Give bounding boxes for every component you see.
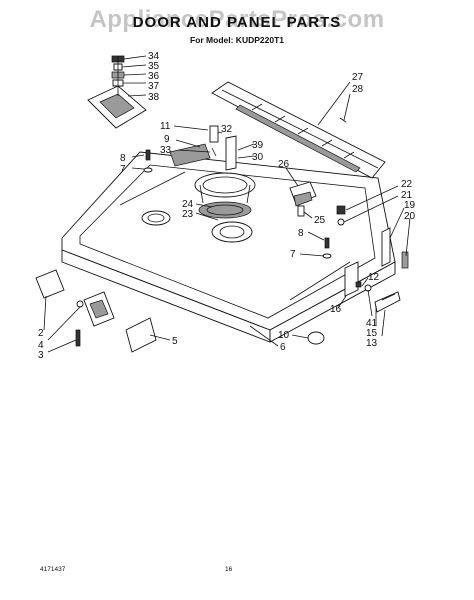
callout-38: 38 xyxy=(148,92,160,103)
callout-13: 13 xyxy=(366,338,378,349)
callout-2: 2 xyxy=(38,328,44,339)
callout-28: 28 xyxy=(352,84,364,95)
rinse-aid-opening xyxy=(211,221,253,243)
callout-22: 22 xyxy=(401,179,413,190)
callout-6: 6 xyxy=(280,342,286,353)
callout-35: 35 xyxy=(148,61,160,72)
callout-19: 19 xyxy=(404,200,416,211)
callout-24: 24 xyxy=(182,199,194,210)
latch-assembly xyxy=(87,55,147,129)
callout-26: 26 xyxy=(278,159,290,170)
document-number: 4171437 xyxy=(40,566,66,573)
callout-3: 3 xyxy=(38,350,44,361)
callout-33: 33 xyxy=(160,145,172,156)
lower-left-parts xyxy=(35,269,157,353)
door-vent-trim xyxy=(211,81,386,179)
callout-16: 16 xyxy=(330,304,342,315)
callout-36: 36 xyxy=(148,71,160,82)
right-side-parts xyxy=(336,205,409,269)
hole-plug xyxy=(307,331,325,345)
callout-9: 9 xyxy=(164,134,170,145)
callout-25: 25 xyxy=(314,215,326,226)
diagram-title: DOOR AND PANEL PARTS xyxy=(132,14,342,31)
callout-12: 12 xyxy=(368,272,380,283)
callout-39: 39 xyxy=(252,140,264,151)
callout-30: 30 xyxy=(252,152,264,163)
watermark: AppliancePartsPros.com xyxy=(89,6,385,33)
callout-23: 23 xyxy=(182,209,194,220)
page-number: 16 xyxy=(225,566,233,573)
callout-10: 10 xyxy=(278,330,290,341)
callout-20: 20 xyxy=(404,211,416,222)
callout-7: 7 xyxy=(120,164,126,175)
callout-11: 11 xyxy=(160,121,171,132)
switch-bracket xyxy=(169,125,237,171)
leader-lines xyxy=(43,55,411,353)
callout-8: 8 xyxy=(120,153,126,164)
callout-4: 4 xyxy=(38,340,44,351)
callout-5: 5 xyxy=(172,336,178,347)
callout-21: 21 xyxy=(401,190,413,201)
callout-15: 15 xyxy=(366,328,378,339)
callout-27: 27 xyxy=(352,72,364,83)
callout-8b: 8 xyxy=(298,228,304,239)
callout-labels: 34 35 36 37 38 27 28 11 32 9 33 39 30 26… xyxy=(38,51,416,361)
callout-41: 41 xyxy=(366,318,378,329)
callout-32: 32 xyxy=(221,124,233,135)
dispenser-assembly xyxy=(194,172,256,219)
door-latch xyxy=(289,181,317,217)
screws xyxy=(143,149,332,259)
callout-37: 37 xyxy=(148,81,160,92)
callout-7b: 7 xyxy=(290,249,296,260)
detergent-opening xyxy=(141,210,171,226)
callout-34: 34 xyxy=(148,51,160,62)
model-subtitle: For Model: KUDP220T1 xyxy=(190,35,284,45)
